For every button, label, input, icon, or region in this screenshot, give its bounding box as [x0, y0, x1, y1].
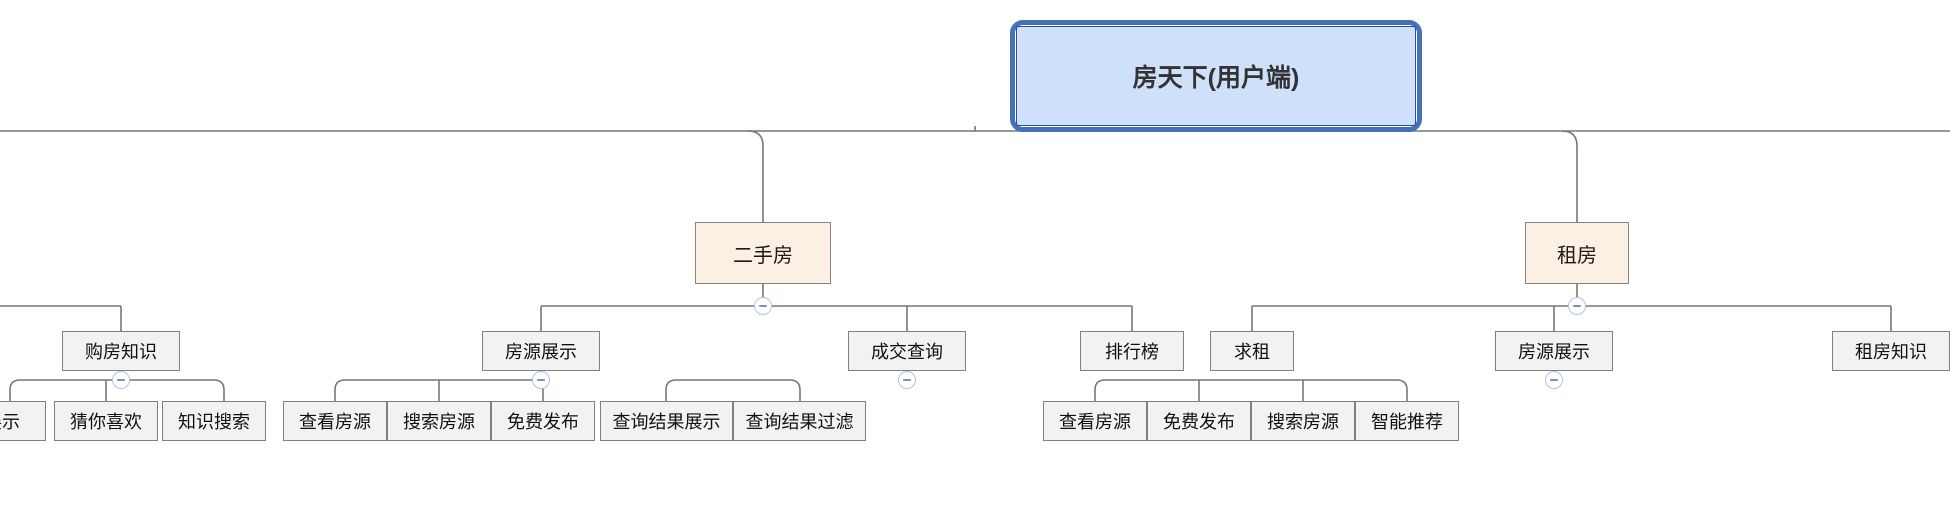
node-chaxunjieguozhanshi[interactable]: 查询结果展示 [600, 401, 733, 441]
node-chakanfangyuan-2[interactable]: 查看房源 [1043, 401, 1147, 441]
node-chengjiaochaxun-label: 成交查询 [871, 342, 943, 362]
node-ershoufang-label: 二手房 [733, 244, 793, 267]
node-root[interactable]: 房天下(用户端) [1016, 26, 1416, 126]
collapse-toggle-zufang[interactable] [1568, 297, 1586, 315]
node-zhanshi-clipped[interactable]: 展示 [0, 401, 46, 441]
edge-fyzs1-bus [334, 379, 544, 401]
minus-icon [903, 379, 911, 381]
collapse-toggle-ershoufang[interactable] [754, 297, 772, 315]
node-mianfeifabu-1[interactable]: 免费发布 [491, 401, 595, 441]
node-mianfeifabu-2[interactable]: 免费发布 [1147, 401, 1251, 441]
minus-icon [1550, 379, 1558, 381]
node-qiuzu-label: 求租 [1234, 342, 1270, 362]
node-fangyuanzhanshi-1[interactable]: 房源展示 [482, 331, 600, 371]
node-sousuofangyuan-2-label: 搜索房源 [1267, 412, 1339, 432]
node-goufangzhishi[interactable]: 购房知识 [62, 331, 180, 371]
node-zhinengtuijian-label: 智能推荐 [1371, 412, 1443, 432]
node-chakanfangyuan-1-label: 查看房源 [299, 412, 371, 432]
node-chaxunjieguoguolv[interactable]: 查询结果过滤 [733, 401, 866, 441]
node-chaxunjieguoguolv-label: 查询结果过滤 [745, 412, 854, 432]
node-root-label: 房天下(用户端) [1132, 64, 1300, 92]
collapse-toggle-fangyuanzhanshi-2[interactable] [1545, 371, 1563, 389]
edge-cjcx-bus [665, 379, 801, 401]
edge-fyzs2-bus [1094, 379, 1408, 401]
node-zufang-label: 租房 [1557, 244, 1597, 267]
node-qiuzu[interactable]: 求租 [1210, 331, 1294, 371]
node-sousuofangyuan-1[interactable]: 搜索房源 [387, 401, 491, 441]
collapse-toggle-fangyuanzhanshi-1[interactable] [532, 371, 550, 389]
node-chakanfangyuan-1[interactable]: 查看房源 [283, 401, 387, 441]
node-chaxunjieguozhanshi-label: 查询结果展示 [612, 412, 721, 432]
minus-icon [759, 305, 767, 307]
node-zufangzhishi[interactable]: 租房知识 [1832, 331, 1950, 371]
node-zhishisousuo-label: 知识搜索 [178, 412, 250, 432]
node-mianfeifabu-1-label: 免费发布 [507, 412, 579, 432]
collapse-toggle-goufangzhishi[interactable] [112, 371, 130, 389]
collapse-toggle-chengjiaochaxun[interactable] [898, 371, 916, 389]
node-zhishisousuo[interactable]: 知识搜索 [162, 401, 266, 441]
node-sousuofangyuan-2[interactable]: 搜索房源 [1251, 401, 1355, 441]
node-sousuofangyuan-1-label: 搜索房源 [403, 412, 475, 432]
minus-icon [537, 379, 545, 381]
node-mianfeifabu-2-label: 免费发布 [1163, 412, 1235, 432]
node-zufangzhishi-label: 租房知识 [1855, 342, 1927, 362]
node-zhanshi-label: 展示 [0, 412, 20, 432]
node-fangyuanzhanshi-2-label: 房源展示 [1518, 342, 1590, 362]
node-zufang[interactable]: 租房 [1525, 222, 1629, 284]
node-chakanfangyuan-2-label: 查看房源 [1059, 412, 1131, 432]
node-paihangbang[interactable]: 排行榜 [1080, 331, 1184, 371]
root-selection-outline [1010, 20, 1422, 132]
node-cainixihuan[interactable]: 猜你喜欢 [54, 401, 158, 441]
node-goufangzhishi-label: 购房知识 [85, 342, 157, 362]
node-zhinengtuijian[interactable]: 智能推荐 [1355, 401, 1459, 441]
node-ershoufang[interactable]: 二手房 [695, 222, 831, 284]
edge-bus-to-zufang [1561, 130, 1578, 222]
node-fangyuanzhanshi-2[interactable]: 房源展示 [1495, 331, 1613, 371]
node-cainixihuan-label: 猜你喜欢 [70, 412, 142, 432]
node-fangyuanzhanshi-1-label: 房源展示 [505, 342, 577, 362]
minus-icon [117, 379, 125, 381]
edge-bus-to-ershoufang [747, 130, 764, 222]
minus-icon [1573, 305, 1581, 307]
node-paihangbang-label: 排行榜 [1105, 342, 1159, 362]
node-chengjiaochaxun[interactable]: 成交查询 [848, 331, 966, 371]
